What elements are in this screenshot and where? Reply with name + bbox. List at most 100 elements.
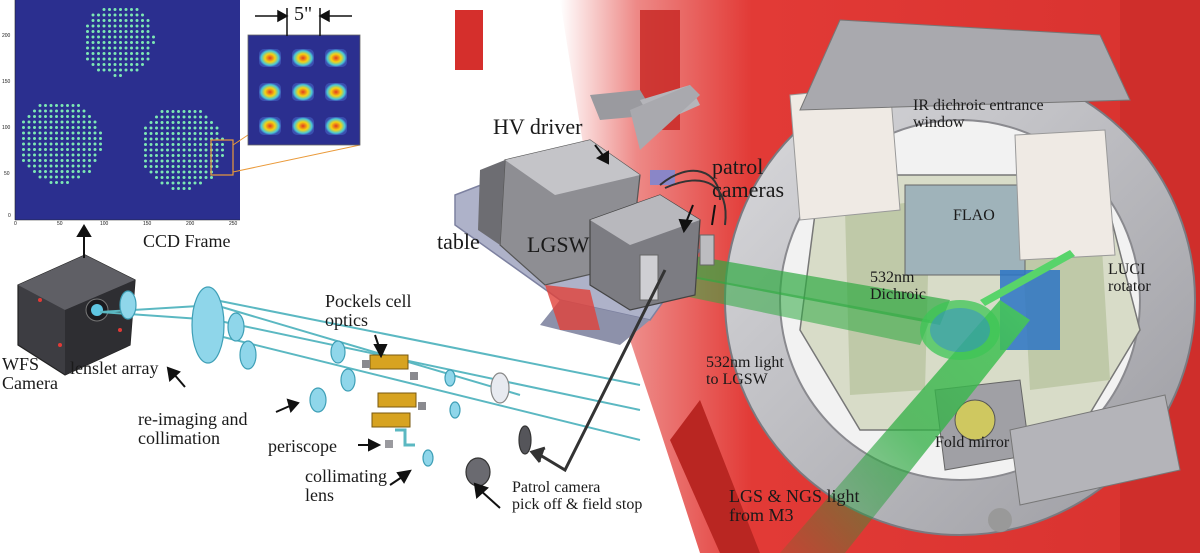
luci-rotator-label: LUCI rotator (1108, 261, 1151, 296)
lenslet-spot (215, 154, 219, 157)
lenslet-spot (166, 181, 169, 185)
lenslet-spot (171, 110, 175, 113)
lenslet-spot (66, 181, 69, 184)
lenslet-spot (130, 35, 133, 39)
lenslet-spot (44, 137, 47, 140)
lenslet-spot (38, 175, 42, 179)
lenslet-spot (155, 137, 158, 141)
lgs-ngs-text: LGS & NGS light from M3 (729, 486, 860, 525)
ccd-inset (14, 0, 361, 221)
lenslet-spot (193, 165, 197, 168)
lenslet-spot (108, 30, 111, 33)
lenslet-spot (215, 159, 219, 163)
lenslet-spot (149, 170, 153, 174)
lenslet-spot (204, 126, 208, 130)
lenslet-spot (124, 35, 128, 39)
lenslet-spot (171, 143, 175, 146)
lenslet-spot (144, 165, 147, 168)
lenslet-spot (49, 142, 53, 146)
ccd-x-tick: 250 (229, 221, 238, 227)
lenslet-spot (199, 154, 202, 157)
lenslet-spot (102, 46, 106, 50)
pockels-cells (362, 354, 426, 448)
lenslet-spot (144, 159, 147, 163)
lenslet-spot (102, 63, 106, 66)
lenslet-spot (71, 148, 75, 151)
lenslet-spot (155, 148, 158, 152)
lenslet-spot (199, 121, 202, 124)
lenslet-spot (177, 176, 180, 179)
lenslet-spot (171, 159, 175, 163)
lenslet-spot (160, 126, 164, 130)
lenslet-spot (124, 68, 128, 72)
lenslet-spot (182, 126, 186, 130)
lenslet-spot (27, 153, 31, 157)
lenslet-spot (55, 153, 58, 157)
lenslet-spot (171, 121, 175, 124)
lenslet-spot (91, 35, 95, 39)
lenslet-spot (124, 46, 128, 50)
lenslet-spot (66, 148, 69, 151)
lenslet-spot (55, 170, 58, 173)
periscope-label: periscope (268, 436, 337, 456)
lenslet-spot (82, 109, 86, 113)
lenslet-spot (215, 132, 219, 135)
lenslet-spot (77, 164, 80, 168)
luci-rotator-text: LUCI rotator (1108, 261, 1151, 295)
lenslet-spot (91, 13, 95, 17)
lenslet-spot (22, 131, 25, 135)
lenslet-spot (188, 187, 191, 190)
lenslet-spot (27, 159, 31, 162)
lenslet-spot (82, 153, 86, 157)
lenslet-spot (182, 176, 186, 179)
lenslet-spot (204, 121, 208, 124)
lenslet-spot (171, 181, 175, 185)
lenslet-spot (33, 131, 36, 135)
lenslet-spot (135, 24, 139, 28)
lenslet-spot (86, 24, 89, 28)
lenslet-spot (93, 142, 97, 146)
lenslet-spot (199, 176, 202, 179)
lenslet-spot (88, 137, 91, 140)
lenslet-spot (160, 121, 164, 124)
lenslet-spot (55, 142, 58, 146)
lenslet-spot (91, 30, 95, 33)
lenslet-spot (49, 164, 53, 168)
lenslet-spot (102, 52, 106, 55)
lenslet-spot (93, 137, 97, 140)
lens-elements (119, 286, 532, 487)
lenslet-spot (146, 24, 150, 28)
lenslet-spot (102, 68, 106, 72)
lenslet-spot (55, 115, 58, 118)
lenslet-spot (93, 159, 97, 162)
lenslet-spot (60, 104, 64, 107)
lenslet-spot (108, 13, 111, 17)
lenslet-spot (124, 63, 128, 66)
lenslet-spot (91, 57, 95, 61)
lenslet-spot (119, 35, 122, 39)
lenslet-spot (82, 131, 86, 135)
lenslet-spot (160, 176, 164, 179)
lenslet-spot (44, 175, 47, 179)
lenslet-spot (77, 159, 80, 162)
lenslet-spot (135, 35, 139, 39)
zoom-spot (259, 83, 281, 101)
lenslet-spot (171, 187, 175, 190)
lenslet-spot (119, 63, 122, 66)
lenslet-spot (44, 148, 47, 151)
lenslet-spot (177, 121, 180, 124)
lenslet-spot (130, 52, 133, 55)
lenslet-spot (146, 46, 150, 50)
lenslet-spot (82, 120, 86, 124)
lenslet-spot (113, 8, 117, 11)
lenslet-spot (204, 137, 208, 141)
lenslet-spot (193, 110, 197, 113)
lenslet-spot (86, 46, 89, 50)
lenslet-spot (27, 115, 31, 118)
lenslet-spot (33, 137, 36, 140)
lenslet-spot (160, 159, 164, 163)
lenslet-spot (193, 121, 197, 124)
lenslet-spot (215, 148, 219, 152)
lenslet-spot (49, 126, 53, 129)
wfs-camera-label: WFS Camera (2, 355, 58, 393)
